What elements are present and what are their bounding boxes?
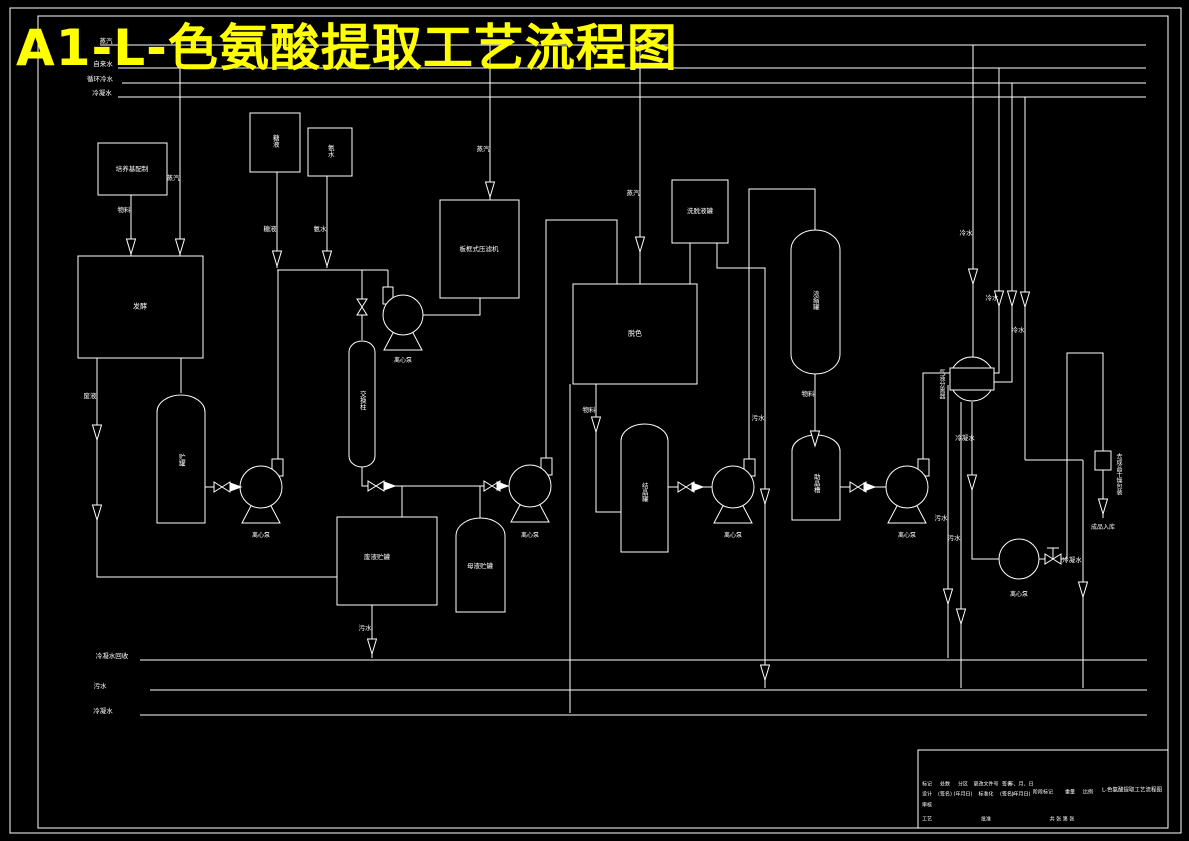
flow-arrow-down xyxy=(271,250,283,268)
equipment-box xyxy=(671,179,729,244)
valve-icon xyxy=(213,481,231,493)
separator-band xyxy=(949,367,995,391)
flow-arrow-down xyxy=(966,474,978,492)
flow-arrow-down xyxy=(91,424,103,442)
pipe-line xyxy=(994,83,1013,383)
flow-arrow-down xyxy=(1019,291,1031,309)
flow-arrow-right xyxy=(383,481,397,491)
valve-icon xyxy=(483,480,501,492)
valve-icon xyxy=(849,481,867,493)
flow-arrow-down xyxy=(993,290,1005,308)
flow-arrow-down xyxy=(321,250,333,268)
pump-icon xyxy=(239,465,283,509)
pump-icon xyxy=(711,465,755,509)
equipment-box xyxy=(917,749,1169,829)
vessel-icon xyxy=(348,340,376,468)
pump-icon xyxy=(885,465,929,509)
equipment-box xyxy=(572,283,698,385)
pipe-line xyxy=(545,219,618,459)
drawing-border-frame xyxy=(37,15,1169,829)
vessel-icon xyxy=(156,394,206,524)
pipe-line xyxy=(716,243,766,688)
pump-icon xyxy=(382,294,424,336)
pump-icon xyxy=(508,464,552,508)
flow-arrow-down xyxy=(174,238,186,256)
flow-arrow-down xyxy=(634,236,646,254)
equipment-box xyxy=(1094,450,1112,471)
flow-arrow-down xyxy=(809,430,821,448)
flow-arrow-right xyxy=(229,482,243,492)
vessel-icon xyxy=(455,517,506,613)
equipment-box xyxy=(307,127,353,177)
flow-arrow-down xyxy=(759,664,771,682)
pipe-line xyxy=(994,68,1000,374)
vessel-icon xyxy=(620,423,669,553)
valve-icon xyxy=(367,480,385,492)
pipe-line xyxy=(971,402,999,560)
flow-arrow-down xyxy=(967,268,979,286)
equipment-box xyxy=(336,516,438,606)
equipment-box xyxy=(77,255,204,359)
flow-arrow-down xyxy=(484,181,496,199)
flow-arrow-down xyxy=(1006,290,1018,308)
flow-arrow-down xyxy=(91,504,103,522)
flow-arrow-down xyxy=(125,238,137,256)
pump-icon xyxy=(998,538,1040,580)
flow-arrow-down xyxy=(366,638,378,656)
valve-icon xyxy=(677,481,695,493)
pipe-line xyxy=(1066,352,1104,559)
flow-arrow-right xyxy=(863,482,877,492)
equipment-box xyxy=(249,112,301,173)
flow-arrow-down xyxy=(759,488,771,506)
flow-arrow-down xyxy=(955,608,967,626)
drawing-border-frame xyxy=(9,7,1182,834)
flow-arrow-right xyxy=(691,482,705,492)
vessel-icon xyxy=(791,434,841,521)
pipe-line xyxy=(423,298,481,316)
equipment-box xyxy=(97,142,168,196)
equipment-box xyxy=(439,199,520,299)
flow-arrow-down xyxy=(1077,581,1089,599)
valve-icon xyxy=(356,298,368,316)
vessel-icon xyxy=(790,229,841,375)
pipe-line xyxy=(748,188,816,459)
flow-arrow-down xyxy=(942,588,954,606)
flow-arrow-down xyxy=(590,416,602,434)
pipe-line xyxy=(595,384,621,513)
flow-arrow-down xyxy=(1097,498,1109,516)
flow-arrow-right xyxy=(496,481,510,491)
pipe-line xyxy=(922,372,951,459)
drawing-main-title: A1-L-色氨酸提取工艺流程图 xyxy=(16,19,678,77)
pipe-line xyxy=(96,358,337,578)
